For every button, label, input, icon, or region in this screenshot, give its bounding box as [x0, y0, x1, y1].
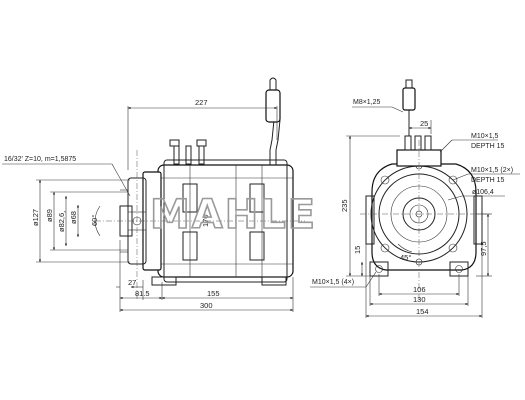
label-dia-127: ø127 [31, 209, 40, 226]
spline-callout: 16/32′ Z=10, m=1,5875 [2, 156, 131, 197]
callout-m8: M8×1,25 [352, 99, 404, 113]
label-angle-60: 60° [90, 215, 99, 226]
label-dia-106-4: ø106,4 [472, 189, 494, 196]
dim-25: 25 [408, 119, 432, 134]
label-45: 45° [400, 253, 411, 262]
dim-97-5: 97,5 [476, 213, 492, 277]
label-dia-68: ø68 [69, 211, 78, 224]
label-130: 130 [413, 295, 426, 304]
diameter-dims-side: ø127 ø89 ø82,6¸ ø68 60° [31, 179, 130, 263]
label-m8: M8×1,25 [353, 99, 381, 106]
label-300: 300 [200, 301, 213, 310]
mahle-watermark: MAHLE [150, 192, 317, 238]
label-155: 155 [207, 289, 220, 298]
callout-m10-top: M10×1,5 DEPTH 15 [439, 133, 505, 153]
motor-body-front [365, 79, 483, 277]
spline-spec: 16/32′ Z=10, m=1,5875 [4, 156, 76, 163]
label-m10-4x: M10×1,5 (4×) [312, 279, 354, 286]
label-m10-top: M10×1,5 [471, 133, 499, 140]
motor-body-side [119, 77, 294, 286]
label-154: 154 [416, 307, 429, 316]
label-25: 25 [420, 119, 428, 128]
front-view: M8×1,25 25 M10×1,5 DEPTH 15 M10×1,5 (2×)… [310, 79, 520, 318]
dim-227: 227 [127, 98, 278, 170]
callout-dia-106-4: ø106,4 [447, 189, 505, 201]
side-view: 227 16/32′ Z=10, m=1,5875 ø127 ø89 ø82,6… [2, 77, 305, 312]
label-235: 235 [340, 199, 349, 212]
label-97-5: 97,5 [479, 241, 488, 256]
dim-235: 235 [340, 135, 400, 277]
label-dia-82-6: ø82,6¸ [57, 210, 66, 232]
label-227: 227 [195, 98, 208, 107]
label-depth-2x: DEPTH 15 [471, 177, 505, 184]
label-depth-top: DEPTH 15 [471, 143, 505, 150]
label-15: 15 [353, 246, 362, 254]
bottom-dims-front: 106 130 154 [365, 244, 483, 318]
label-106: 106 [413, 285, 426, 294]
label-81-5: 81.5 [135, 289, 150, 298]
callout-m10-4x: M10×1,5 (4×) [310, 271, 377, 288]
dim-15: 15 [353, 246, 364, 277]
label-height-170: 170 [201, 214, 210, 227]
label-m10-2x: M10×1,5 (2×) [471, 167, 513, 174]
bottom-dims-side: 27 81.5 155 300 [116, 240, 294, 312]
label-dia-89: ø89 [45, 209, 54, 222]
label-27: 27 [128, 278, 136, 287]
callout-m10-2x: M10×1,5 (2×) DEPTH 15 [452, 167, 520, 184]
